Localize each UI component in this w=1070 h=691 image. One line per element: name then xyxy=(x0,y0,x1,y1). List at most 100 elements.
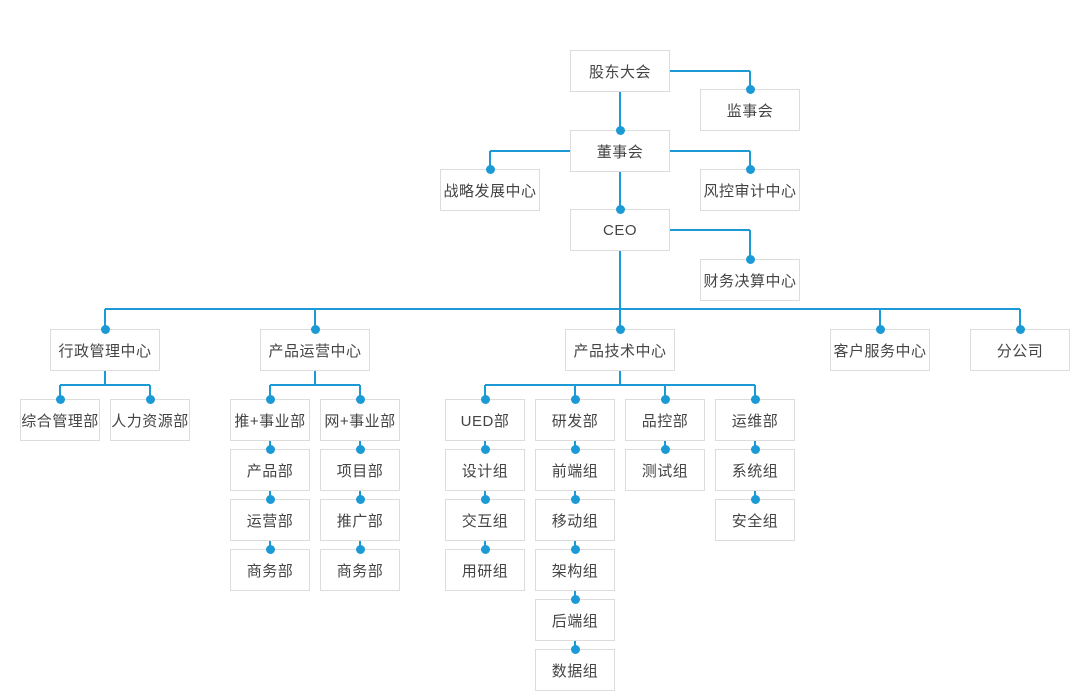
connector-dot xyxy=(615,324,625,334)
connector-dot xyxy=(480,444,490,454)
org-node-admin2[interactable]: 人力资源部 xyxy=(110,399,190,441)
org-node-tech[interactable]: 产品技术中心 xyxy=(565,329,675,371)
connector-line xyxy=(1019,309,1021,329)
org-node-qa[interactable]: 品控部 xyxy=(625,399,705,441)
connector-dot xyxy=(750,444,760,454)
connector-line xyxy=(574,385,576,399)
connector-line xyxy=(485,384,755,386)
connector-line xyxy=(619,309,621,329)
connector-dot xyxy=(355,494,365,504)
connector-line xyxy=(104,371,106,385)
org-node-ops1[interactable]: 推+事业部 xyxy=(230,399,310,441)
org-node-shareholders[interactable]: 股东大会 xyxy=(570,50,670,92)
org-node-rd4[interactable]: 后端组 xyxy=(535,599,615,641)
org-node-rd5[interactable]: 数据组 xyxy=(535,649,615,691)
connector-line xyxy=(749,71,751,89)
org-node-supervisory[interactable]: 监事会 xyxy=(700,89,800,131)
org-node-ops1a[interactable]: 产品部 xyxy=(230,449,310,491)
connector-dot xyxy=(570,594,580,604)
org-node-ops2a[interactable]: 项目部 xyxy=(320,449,400,491)
connector-dot xyxy=(570,544,580,554)
connector-dot xyxy=(55,394,65,404)
connector-dot xyxy=(355,394,365,404)
org-node-ops1b[interactable]: 运营部 xyxy=(230,499,310,541)
connector-line xyxy=(670,70,750,72)
connector-line xyxy=(749,230,751,259)
connector-dot xyxy=(265,394,275,404)
connector-dot xyxy=(485,164,495,174)
connector-dot xyxy=(745,84,755,94)
org-node-admin[interactable]: 行政管理中心 xyxy=(50,329,160,371)
connector-dot xyxy=(265,494,275,504)
connector-line xyxy=(105,308,1020,310)
org-node-ops2[interactable]: 网+事业部 xyxy=(320,399,400,441)
connector-dot xyxy=(615,125,625,135)
connector-dot xyxy=(745,164,755,174)
connector-line xyxy=(670,229,750,231)
connector-line xyxy=(879,309,881,329)
org-node-ued1[interactable]: 设计组 xyxy=(445,449,525,491)
connector-dot xyxy=(750,394,760,404)
connector-dot xyxy=(310,324,320,334)
org-node-rd2[interactable]: 移动组 xyxy=(535,499,615,541)
org-node-ops[interactable]: 产品运营中心 xyxy=(260,329,370,371)
connector-dot xyxy=(355,444,365,454)
connector-dot xyxy=(750,494,760,504)
connector-line xyxy=(270,384,360,386)
org-node-ops2c[interactable]: 商务部 xyxy=(320,549,400,591)
connector-dot xyxy=(570,394,580,404)
connector-line xyxy=(104,309,106,329)
org-node-om1[interactable]: 系统组 xyxy=(715,449,795,491)
org-node-rd3[interactable]: 架构组 xyxy=(535,549,615,591)
org-node-admin1[interactable]: 综合管理部 xyxy=(20,399,100,441)
org-node-rd[interactable]: 研发部 xyxy=(535,399,615,441)
connector-dot xyxy=(145,394,155,404)
org-node-qa1[interactable]: 测试组 xyxy=(625,449,705,491)
connector-line xyxy=(490,150,570,152)
connector-line xyxy=(60,384,150,386)
connector-line xyxy=(619,371,621,385)
connector-line xyxy=(149,385,151,399)
connector-line xyxy=(269,385,271,399)
connector-line xyxy=(359,385,361,399)
connector-dot xyxy=(745,254,755,264)
org-node-ops2b[interactable]: 推广部 xyxy=(320,499,400,541)
org-node-om2[interactable]: 安全组 xyxy=(715,499,795,541)
connector-dot xyxy=(100,324,110,334)
connector-line xyxy=(314,309,316,329)
connector-line xyxy=(484,385,486,399)
connector-line xyxy=(619,172,621,209)
org-node-rd1[interactable]: 前端组 xyxy=(535,449,615,491)
connector-line xyxy=(489,151,491,169)
connector-dot xyxy=(265,544,275,554)
connector-line xyxy=(314,371,316,385)
connector-dot xyxy=(660,394,670,404)
connector-line xyxy=(670,150,750,152)
connector-dot xyxy=(570,494,580,504)
connector-dot xyxy=(480,394,490,404)
connector-dot xyxy=(570,444,580,454)
connector-dot xyxy=(265,444,275,454)
connector-line xyxy=(59,385,61,399)
connector-dot xyxy=(615,204,625,214)
connector-line xyxy=(619,92,621,130)
org-node-board[interactable]: 董事会 xyxy=(570,130,670,172)
connector-dot xyxy=(480,544,490,554)
org-node-finance[interactable]: 财务决算中心 xyxy=(700,259,800,301)
org-node-strategy[interactable]: 战略发展中心 xyxy=(440,169,540,211)
org-node-branch[interactable]: 分公司 xyxy=(970,329,1070,371)
connector-line xyxy=(664,385,666,399)
org-node-om[interactable]: 运维部 xyxy=(715,399,795,441)
org-node-ued2[interactable]: 交互组 xyxy=(445,499,525,541)
connector-dot xyxy=(570,644,580,654)
org-node-ued3[interactable]: 用研组 xyxy=(445,549,525,591)
org-node-ceo[interactable]: CEO xyxy=(570,209,670,251)
connector-dot xyxy=(1015,324,1025,334)
org-node-service[interactable]: 客户服务中心 xyxy=(830,329,930,371)
org-node-risk[interactable]: 风控审计中心 xyxy=(700,169,800,211)
org-node-ops1c[interactable]: 商务部 xyxy=(230,549,310,591)
org-node-ued[interactable]: UED部 xyxy=(445,399,525,441)
connector-line xyxy=(619,251,621,309)
connector-dot xyxy=(355,544,365,554)
